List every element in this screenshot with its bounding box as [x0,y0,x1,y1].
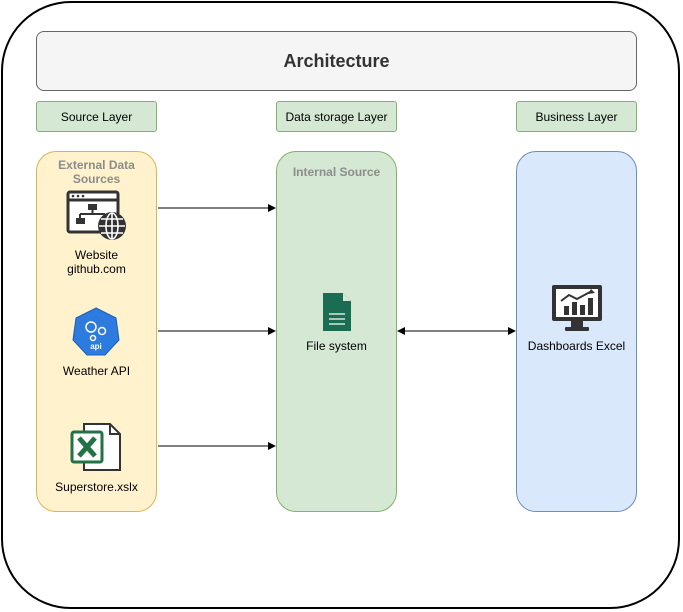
excel-icon [70,423,121,471]
external-title-line2: Sources [72,172,121,186]
website-url-label: github.com [67,262,126,276]
business-container [516,151,637,512]
api-icon: api [72,307,120,356]
internal-source-container: Internal Source [276,151,397,512]
storage-layer-label: Data storage Layer [276,101,397,132]
file-system-label: File system [306,339,367,353]
architecture-title: Architecture [36,31,637,91]
dashboard-monitor-icon [552,285,602,331]
external-title-line1: External Data [58,158,135,172]
internal-title: Internal Source [292,165,381,179]
website-label: Website [74,248,119,262]
website-icon [66,190,126,240]
source-layer-label: Source Layer [36,101,157,132]
api-icon-text: api [90,342,102,351]
dashboards-excel-label: Dashboards Excel [527,339,626,353]
superstore-label: Superstore.xslx [55,480,138,494]
business-layer-label: Business Layer [516,101,637,132]
file-icon [323,293,351,331]
weather-api-label: Weather API [62,364,131,378]
